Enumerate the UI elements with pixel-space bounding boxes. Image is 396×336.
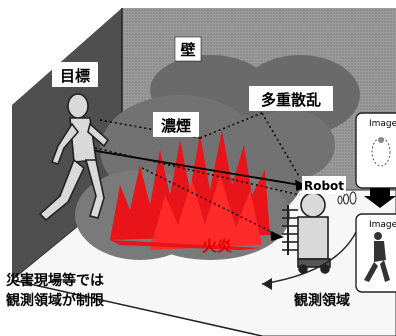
label-multiple-scattering-text: 多重散乱 <box>261 91 321 109</box>
light-paths <box>89 112 308 241</box>
label-dense-smoke-text: 濃煙 <box>161 117 191 135</box>
label-target-text: 目標 <box>60 67 90 85</box>
label-wall-text: 壁 <box>180 41 195 59</box>
robot <box>282 192 331 274</box>
label-wall: 壁 <box>174 36 202 62</box>
image-panel-bottom <box>355 213 396 293</box>
observation-arc-arrowhead <box>262 278 272 290</box>
label-target: 目標 <box>52 62 98 87</box>
label-robot-text: Robot <box>304 179 344 193</box>
fire-flames <box>110 130 270 250</box>
image-panel-top-label: Image <box>369 119 396 129</box>
arrow-down-icon <box>364 188 396 208</box>
label-dense-smoke: 濃煙 <box>153 112 199 137</box>
image-panel-bottom-label: Image <box>369 220 396 230</box>
disaster-note-line1: 災害現場等では <box>6 272 104 289</box>
disaster-note-line2: 観測領域が制限 <box>6 292 104 309</box>
label-robot: Robot <box>302 176 346 194</box>
target-figure <box>38 93 110 222</box>
label-fire-text: 火炎 <box>202 237 232 255</box>
label-multiple-scattering: 多重散乱 <box>249 86 333 111</box>
floor-edge <box>11 279 263 336</box>
observation-area-label: 観測領域 <box>294 292 350 309</box>
